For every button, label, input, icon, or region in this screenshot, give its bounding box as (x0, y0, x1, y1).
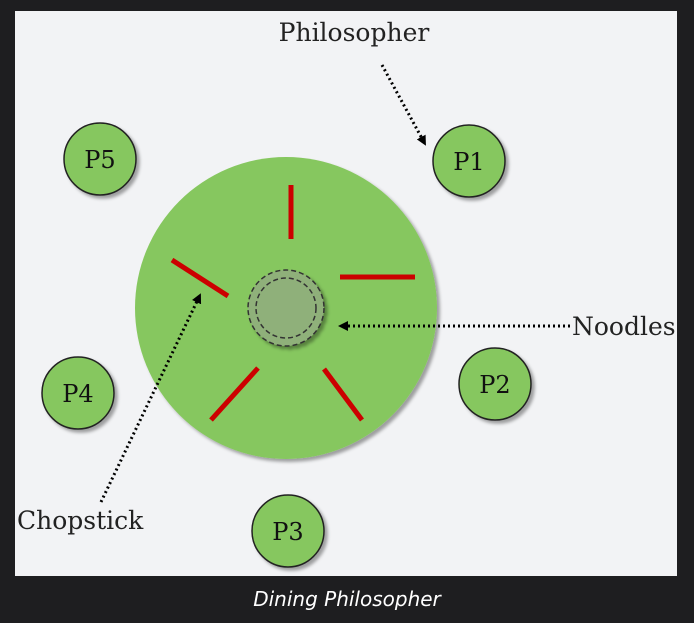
philosopher-p2: P2 (458, 347, 532, 421)
chopstick-label: Chopstick (17, 506, 144, 535)
chopstick-4 (209, 366, 260, 422)
noodles-bowl (247, 269, 325, 347)
noodles-label: Noodles (572, 312, 676, 341)
diagram-canvas: P1 P2 P3 P4 P5 Philosopher Noodles Chops… (17, 18, 676, 568)
arrows (99, 64, 570, 503)
philosopher-p4: P4 (41, 356, 115, 430)
philosopher-p5-label: P5 (84, 146, 115, 174)
philosopher-p2-label: P2 (479, 371, 510, 399)
chopstick-5 (170, 257, 230, 299)
chopstick-arrow (99, 293, 202, 503)
philosopher-p1: P1 (432, 124, 506, 198)
philosopher-p3: P3 (251, 494, 325, 568)
figure-caption: Dining Philosopher (253, 587, 441, 611)
philosopher-p1-label: P1 (453, 148, 484, 176)
philosopher-p5: P5 (63, 122, 137, 196)
philosopher-label: Philosopher (279, 18, 430, 47)
philosopher-arrow (380, 64, 427, 146)
philosopher-p3-label: P3 (272, 518, 303, 546)
chopstick-3 (321, 367, 365, 422)
dining-philosopher-diagram: P1 P2 P3 P4 P5 Philosopher Noodles Chops… (15, 11, 677, 576)
philosopher-p4-label: P4 (62, 380, 93, 408)
chopsticks (170, 185, 415, 422)
